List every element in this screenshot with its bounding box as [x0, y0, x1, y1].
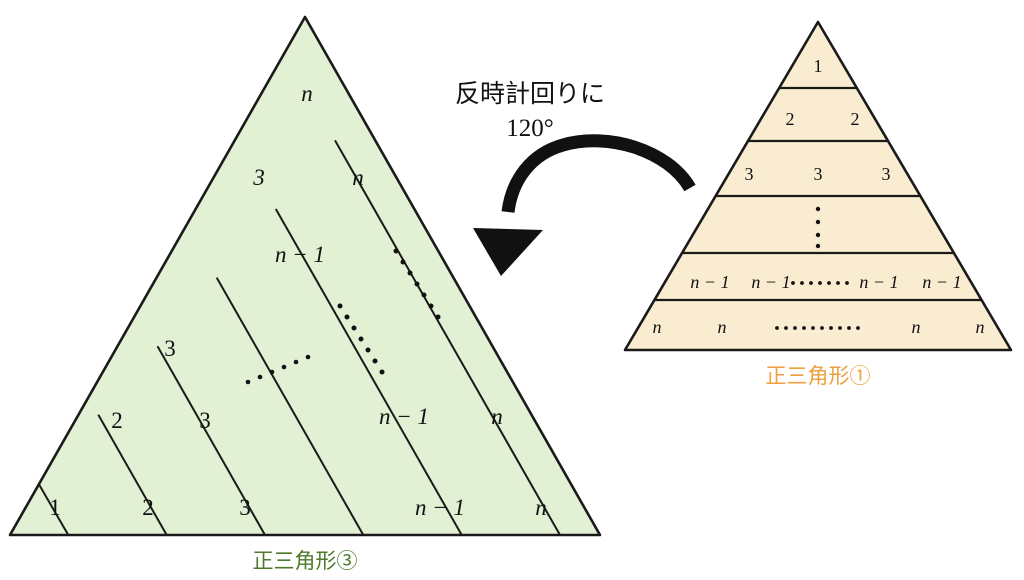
curved-arrow-icon: [501, 134, 696, 214]
row-label: n: [976, 317, 985, 337]
row-label: n − 1: [690, 272, 729, 292]
cell-label: 3: [239, 495, 251, 520]
triangle-right-shape: [623, 20, 1013, 352]
ellipsis-horizontal-row5: [791, 281, 849, 285]
triangle-left-group: 1 2 3 n − 1 n 2 3 n − 1 n 3 n − 1 3 n n: [8, 15, 602, 573]
cell-label: n: [535, 495, 547, 520]
cell-label: 2: [142, 495, 154, 520]
row-label: 2: [851, 109, 860, 129]
row-label: n − 1: [922, 272, 961, 292]
rotation-text-line2: 120°: [506, 115, 554, 142]
cell-label: n − 1: [415, 495, 465, 520]
triangle-left-dividers: [10, 139, 561, 536]
row-label: n: [653, 317, 662, 337]
arrow-head-icon: [473, 228, 543, 276]
triangle-left-shape: [8, 15, 602, 537]
cell-label: 1: [49, 495, 61, 520]
ellipsis-vertical: [815, 206, 821, 249]
cell-label: n: [491, 404, 503, 429]
triangle-right-caption: 正三角形①: [766, 365, 871, 388]
rotation-annotation: 反時計回りに 120°: [455, 80, 696, 276]
ellipsis-diagonal-middle: [337, 303, 385, 375]
ellipsis-diagonal-lower: [245, 354, 311, 385]
row-label: 3: [745, 164, 754, 184]
triangle-right-row-dividers: [654, 86, 982, 302]
cell-label: 2: [111, 408, 123, 433]
cell-label: n: [352, 165, 364, 190]
cell-label: n − 1: [379, 404, 429, 429]
cell-label: n − 1: [275, 242, 325, 267]
cell-label: 3: [252, 165, 265, 190]
ellipsis-horizontal-row6: [775, 326, 860, 330]
row-label: n − 1: [751, 272, 790, 292]
row-label: n − 1: [859, 272, 898, 292]
ellipsis-diagonal-upper: [393, 248, 441, 320]
row-label: 2: [786, 109, 795, 129]
triangle-left-labels: 1 2 3 n − 1 n 2 3 n − 1 n 3 n − 1 3 n n: [49, 81, 547, 520]
row-label: n: [718, 317, 727, 337]
cell-label: 3: [199, 408, 211, 433]
row-label: 3: [814, 164, 823, 184]
row-label: n: [912, 317, 921, 337]
triangle-right-group: 1 2 2 3 3 3 n − 1 n − 1 n − 1: [623, 20, 1013, 388]
triangle-right-labels: 1 2 2 3 3 3 n − 1 n − 1 n − 1: [653, 56, 985, 337]
row-label: 3: [882, 164, 891, 184]
triangle-left-caption: 正三角形③: [253, 550, 358, 573]
rotation-text-line1: 反時計回りに: [455, 80, 605, 108]
row-label: 1: [814, 56, 823, 76]
cell-label: n: [301, 81, 313, 106]
cell-label: 3: [164, 336, 176, 361]
